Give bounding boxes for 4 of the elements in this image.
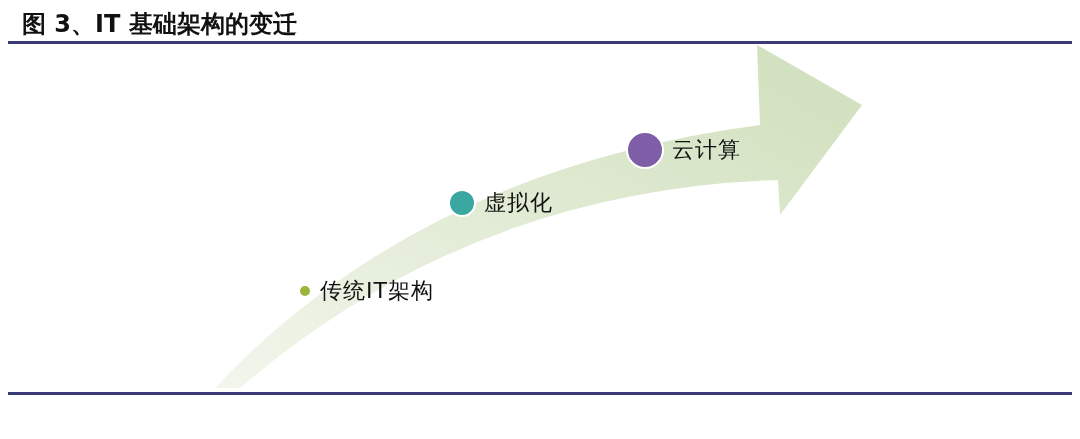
- stage-label: 传统IT架构: [320, 277, 435, 305]
- stage-label: 虚拟化: [484, 189, 554, 217]
- stage-label: 云计算: [672, 136, 742, 164]
- figure-title: 图 3、IT 基础架构的变迁: [22, 9, 297, 40]
